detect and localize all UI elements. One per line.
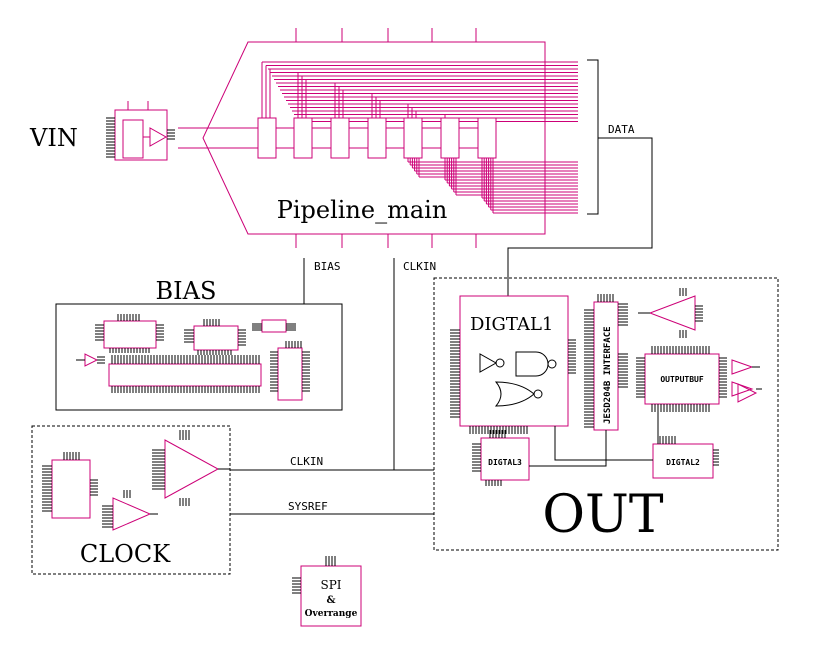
bias-component-3: [261, 319, 287, 333]
bias-component-1: [103, 320, 157, 349]
clock-block: CLOCK: [31, 425, 231, 575]
digital2-block: [652, 443, 714, 479]
vin-label: VIN: [29, 124, 78, 152]
vin-input-block: VIN: [29, 101, 205, 161]
bias-component-4: [277, 347, 303, 401]
bias-title: BIAS: [156, 277, 217, 305]
bias-wire-label: BIAS: [314, 260, 341, 273]
digital3-label: DIGTAL3: [488, 458, 522, 467]
nor-gate-icon: [494, 381, 535, 407]
data-label: DATA: [608, 123, 635, 136]
outputbuf-label: OUTPUTBUF: [660, 375, 704, 384]
not-gate-icon: [479, 353, 498, 373]
bias-clkin-wires: BIAS CLKIN: [303, 258, 436, 470]
data-bus: DATA: [507, 59, 653, 296]
spi-amp-label: &: [326, 595, 335, 606]
bias-component-array: [108, 363, 262, 387]
clock-pll-component: [51, 459, 91, 519]
digital2-label: DIGTAL2: [666, 458, 700, 467]
input-buffer-icon: [149, 127, 168, 147]
clkin-top-label: CLKIN: [403, 260, 436, 273]
clkin-mid-label: CLKIN: [290, 455, 323, 468]
spi-label: SPI: [320, 578, 341, 592]
pipeline-label: Pipeline_main: [277, 196, 448, 224]
digital1-label: DIGTAL1: [470, 314, 553, 335]
out-driver-icon-1: [731, 359, 754, 375]
jesd-label: JESD204B INTERFACE: [603, 326, 613, 424]
sysref-label: SYSREF: [288, 500, 328, 513]
clock-buffer-icon: [112, 497, 152, 531]
pipeline-main-block: Pipeline_main: [202, 28, 578, 248]
bias-amp-icon: [84, 353, 99, 367]
nand-gate-icon: [515, 351, 549, 377]
out-amp-icon: [648, 295, 696, 331]
bias-block: BIAS: [55, 277, 343, 411]
clock-driver-icon: [164, 439, 220, 499]
spi-block: SPI & Overrange: [292, 556, 362, 627]
clock-title: CLOCK: [80, 540, 171, 568]
out-block: DIGTAL1 JESD204B INTERFACE OUTPUTBUF DIG…: [433, 277, 779, 551]
clock-out-wires: CLKIN SYSREF: [230, 455, 434, 515]
overrange-label: Overrange: [305, 609, 358, 619]
bias-component-2: [193, 325, 239, 351]
out-title: OUT: [542, 485, 663, 545]
